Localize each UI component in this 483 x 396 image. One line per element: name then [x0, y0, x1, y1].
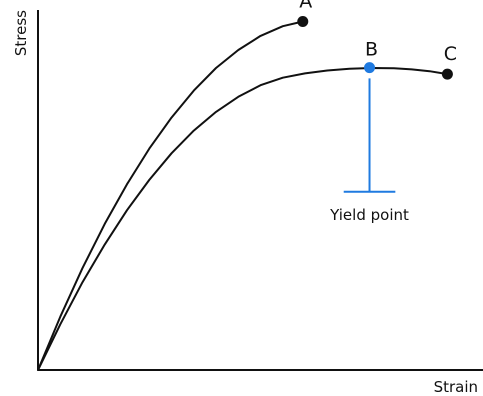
curve-layer: [37, 20, 449, 371]
curve-a: [37, 20, 304, 371]
annotation-layer: Yield point: [329, 78, 409, 224]
axes-layer: Strain Stress: [12, 10, 483, 396]
marker-layer: A C B: [297, 0, 457, 80]
point-label-c: C: [444, 43, 457, 65]
yield-point-label: Yield point: [329, 206, 409, 224]
curve-c: [37, 67, 449, 371]
point-b: [364, 62, 376, 74]
x-axis-label: Strain: [434, 378, 478, 396]
y-axis-label: Stress: [12, 10, 30, 56]
point-label-b: B: [365, 39, 378, 61]
endpoint-c: [441, 68, 453, 80]
point-label-a: A: [299, 0, 312, 13]
endpoint-a: [297, 16, 309, 28]
